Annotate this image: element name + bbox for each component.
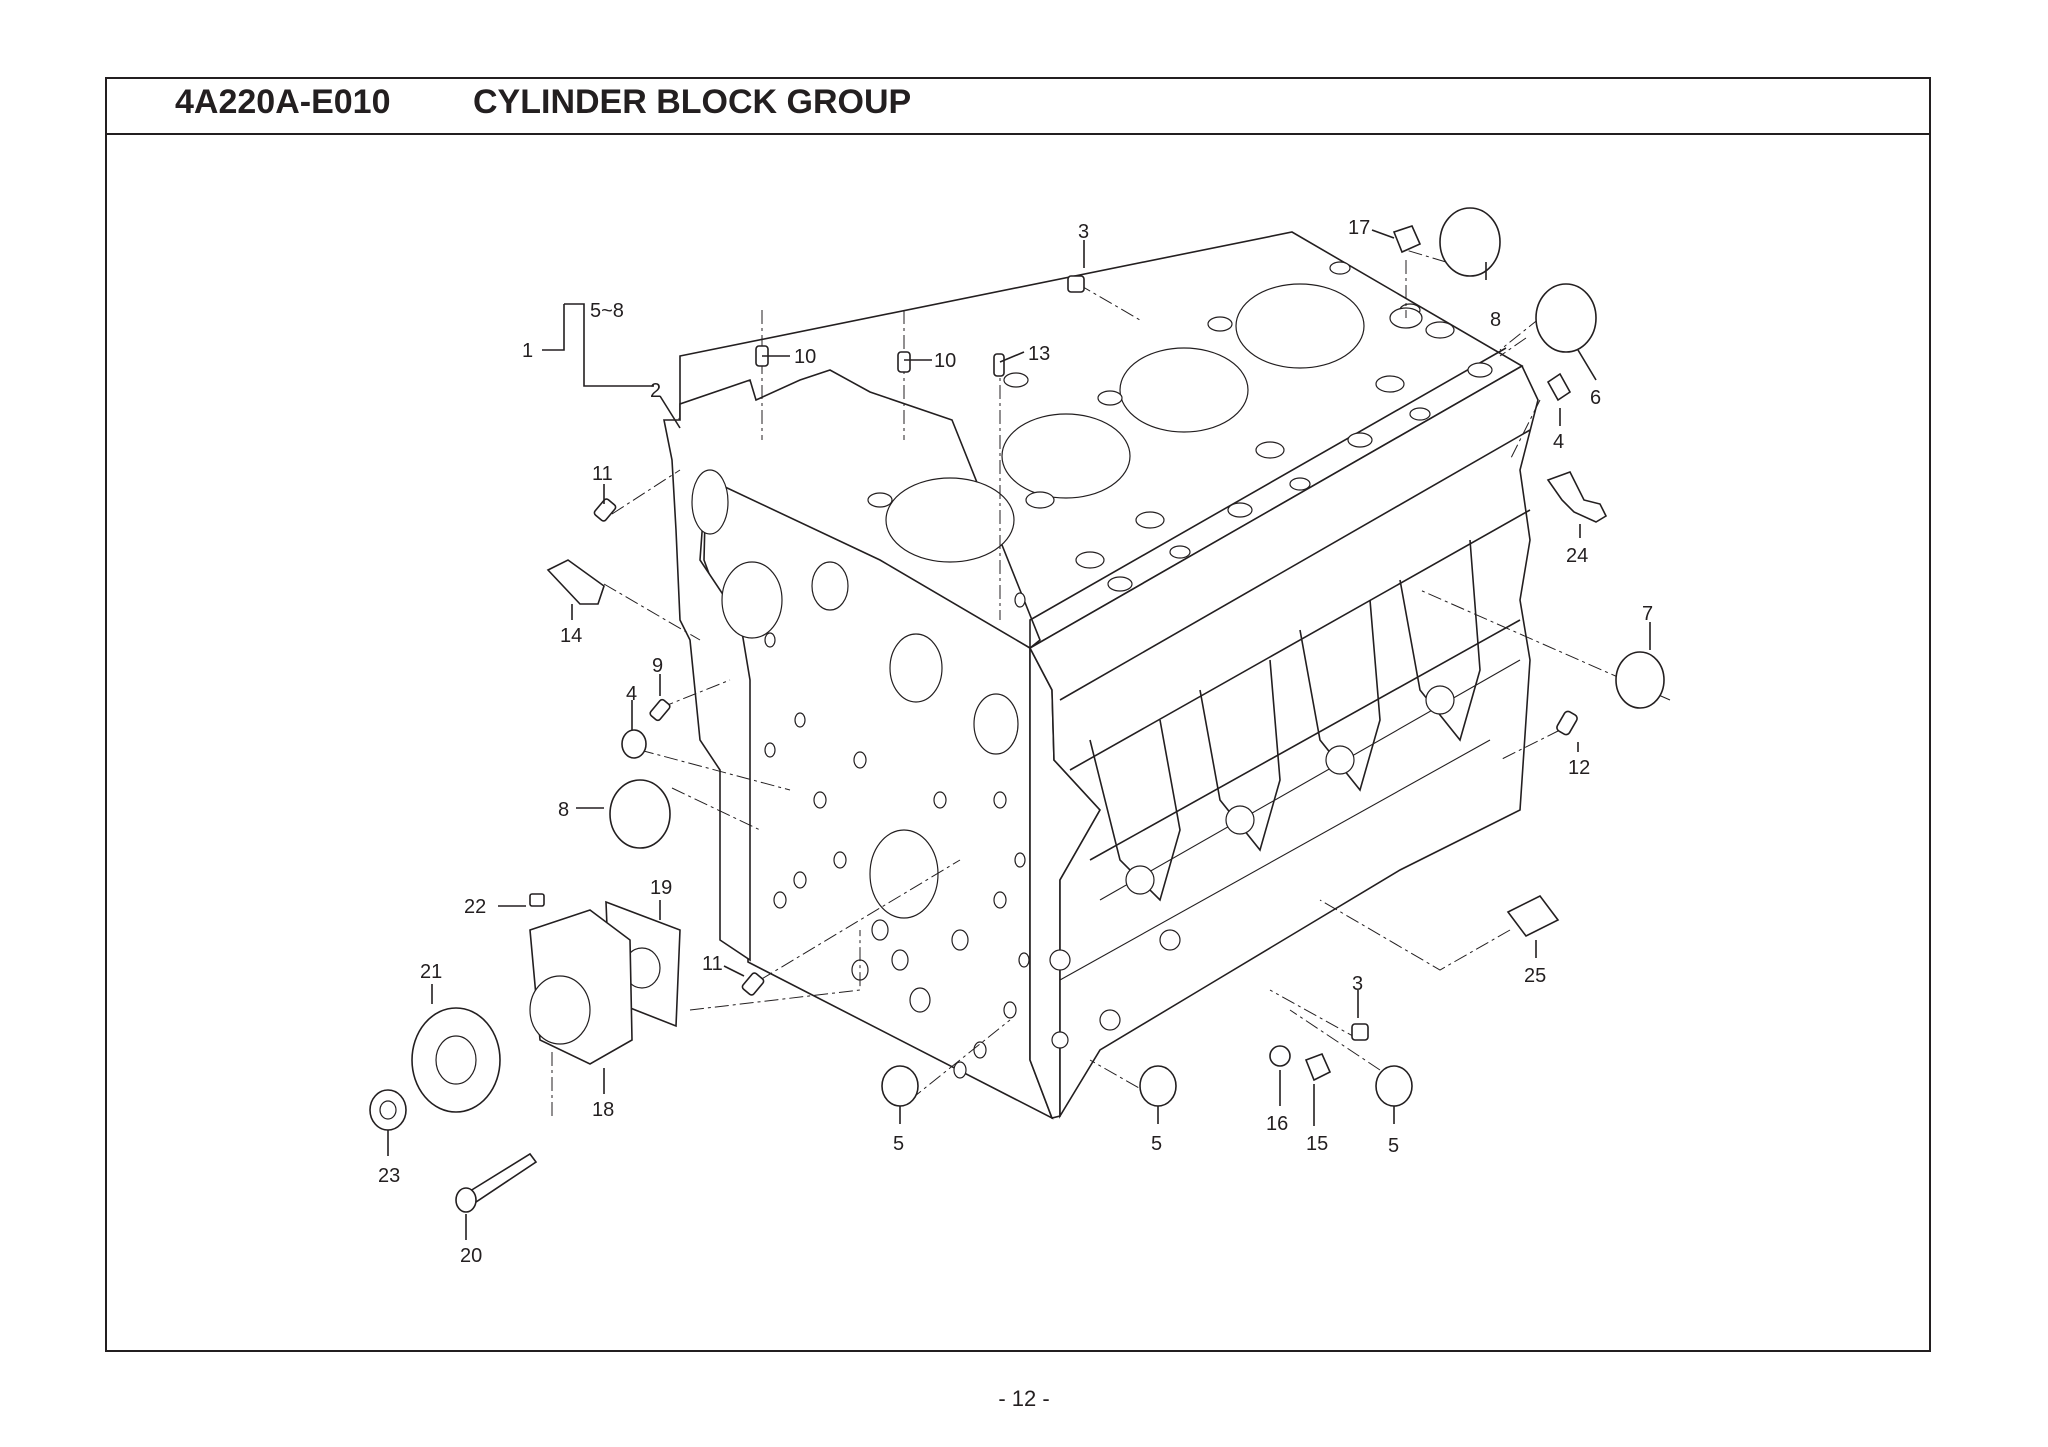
- page-number: - 12 -: [998, 1386, 1050, 1411]
- callout-2: 2: [650, 380, 661, 402]
- callout-25: 25: [1524, 965, 1546, 987]
- callout-4-left: 4: [626, 683, 637, 705]
- callout-16: 16: [1266, 1113, 1288, 1135]
- diagram-frame: 4A220A-E010 CYLINDER BLOCK GROUP: [105, 77, 1931, 1352]
- callout-11-lower: 11: [702, 953, 723, 975]
- callout-11-upper: 11: [592, 463, 613, 485]
- callout-14: 14: [560, 625, 582, 647]
- callout-8-left: 8: [558, 799, 569, 821]
- callout-22: 22: [464, 896, 486, 918]
- callout-21: 21: [420, 961, 442, 983]
- callout-labels: 1 5~8 2 3 3 4 4 5 5 5 6 7 8 8 9 10 10 11…: [378, 217, 1653, 1267]
- leader-lines: [387, 229, 1651, 1240]
- callout-23: 23: [378, 1165, 400, 1187]
- callout-17: 17: [1348, 217, 1370, 239]
- callout-4-right: 4: [1553, 431, 1564, 453]
- part-code: 4A220A-E010: [175, 83, 391, 121]
- callout-10-a: 10: [794, 346, 816, 368]
- callout-18: 18: [592, 1099, 614, 1121]
- cylinder-block: [663, 231, 1539, 1120]
- loose-parts: [369, 207, 1665, 1213]
- callout-9: 9: [652, 655, 663, 677]
- callout-1: 1: [522, 340, 533, 362]
- callout-19: 19: [650, 877, 672, 899]
- callout-5-b: 5: [1151, 1133, 1162, 1155]
- front-face-holes: [691, 469, 1030, 1079]
- callout-13: 13: [1028, 343, 1050, 365]
- crankcase-webs: [1049, 539, 1481, 1049]
- callout-10-b: 10: [934, 350, 956, 372]
- callout-24: 24: [1566, 545, 1588, 567]
- callout-3-top: 3: [1078, 221, 1089, 243]
- callout-7: 7: [1642, 603, 1653, 625]
- callout-20: 20: [460, 1245, 482, 1267]
- group-title: CYLINDER BLOCK GROUP: [473, 83, 912, 121]
- callout-15: 15: [1306, 1133, 1328, 1155]
- callout-12: 12: [1568, 757, 1590, 779]
- callout-6: 6: [1590, 387, 1601, 409]
- callout-5-c: 5: [1388, 1135, 1399, 1157]
- assembly-lines: [539, 249, 1671, 1120]
- header-bar: 4A220A-E010 CYLINDER BLOCK GROUP: [107, 79, 1929, 135]
- callout-5-a: 5: [893, 1133, 904, 1155]
- callout-8-top: 8: [1490, 309, 1501, 331]
- deck-holes: [867, 261, 1493, 592]
- callout-5-8: 5~8: [590, 300, 624, 322]
- callout-3-bottom: 3: [1352, 973, 1363, 995]
